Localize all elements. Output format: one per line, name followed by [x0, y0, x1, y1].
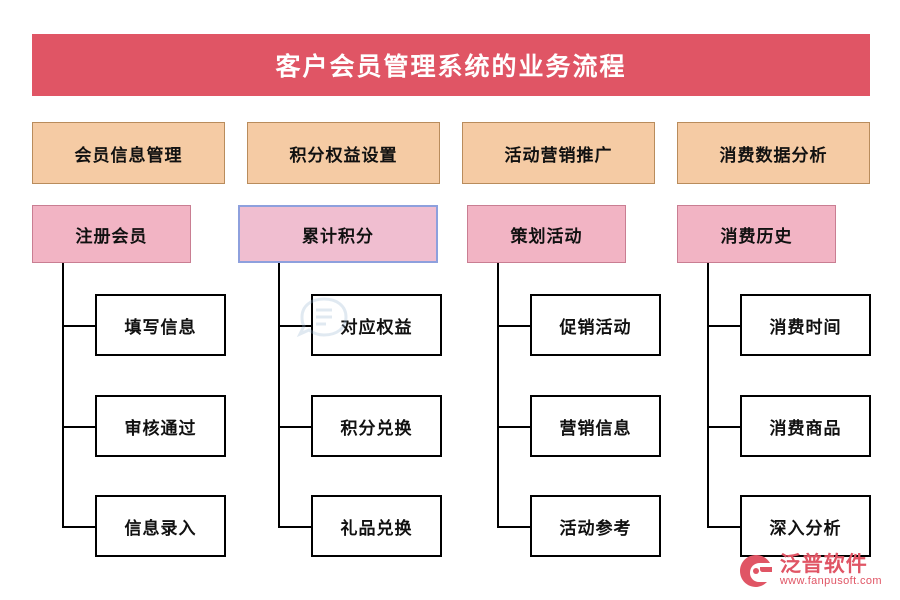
- logo-mark-icon: [739, 555, 772, 587]
- level2-label-3: 策划活动: [510, 226, 583, 246]
- level2-box-4[interactable]: 消费历史: [677, 205, 836, 263]
- logo-name: 泛普软件: [779, 553, 868, 577]
- level3-box-3-1[interactable]: 促销活动: [530, 294, 661, 356]
- level3-box-1-2[interactable]: 审核通过: [95, 395, 226, 457]
- level3-box-2-1[interactable]: 对应权益: [311, 294, 442, 356]
- connector-vertical-3: [497, 263, 499, 526]
- level2-label-2: 累计积分: [302, 226, 374, 246]
- connector-horizontal-3-3: [497, 526, 530, 528]
- connector-horizontal-1-2: [62, 426, 95, 428]
- logo-url: www.fanpusoft.com: [779, 575, 882, 588]
- level1-box-3[interactable]: 活动营销推广: [462, 122, 655, 184]
- connector-horizontal-4-1: [707, 325, 740, 327]
- level2-box-2[interactable]: 累计积分: [238, 205, 438, 263]
- brand-logo: 泛普软件 www.fanpusoft.com: [739, 554, 882, 588]
- level3-label-3-3: 活动参考: [559, 518, 632, 538]
- level3-label-3-1: 促销活动: [559, 317, 632, 337]
- level3-box-1-3[interactable]: 信息录入: [95, 495, 226, 557]
- level3-label-4-1: 消费时间: [769, 317, 842, 337]
- connector-vertical-2: [278, 263, 280, 526]
- level3-box-4-2[interactable]: 消费商品: [740, 395, 871, 457]
- level3-box-4-1[interactable]: 消费时间: [740, 294, 871, 356]
- connector-horizontal-2-1: [278, 325, 311, 327]
- connector-horizontal-3-1: [497, 325, 530, 327]
- connector-horizontal-2-2: [278, 426, 311, 428]
- level3-label-1-1: 填写信息: [124, 317, 197, 337]
- level1-label-3: 活动营销推广: [504, 145, 613, 165]
- level1-box-1[interactable]: 会员信息管理: [32, 122, 225, 184]
- level1-box-2[interactable]: 积分权益设置: [247, 122, 440, 184]
- level1-label-4: 消费数据分析: [719, 145, 828, 165]
- connector-horizontal-2-3: [278, 526, 311, 528]
- level3-box-2-3[interactable]: 礼品兑换: [311, 495, 442, 557]
- level2-box-1[interactable]: 注册会员: [32, 205, 191, 263]
- level3-label-1-3: 信息录入: [124, 518, 197, 538]
- level3-label-2-3: 礼品兑换: [340, 518, 413, 538]
- level3-label-4-2: 消费商品: [769, 418, 842, 438]
- level3-label-2-1: 对应权益: [340, 317, 413, 337]
- connector-horizontal-1-3: [62, 526, 95, 528]
- level3-label-3-2: 营销信息: [559, 418, 632, 438]
- level3-label-2-2: 积分兑换: [340, 418, 413, 438]
- level1-label-2: 积分权益设置: [289, 145, 398, 165]
- level2-label-1: 注册会员: [75, 226, 148, 246]
- connector-horizontal-1-1: [62, 325, 95, 327]
- connector-vertical-1: [62, 263, 64, 526]
- connector-horizontal-4-2: [707, 426, 740, 428]
- level3-box-2-2[interactable]: 积分兑换: [311, 395, 442, 457]
- connector-horizontal-3-2: [497, 426, 530, 428]
- level3-box-3-2[interactable]: 营销信息: [530, 395, 661, 457]
- diagram-title-banner: 客户会员管理系统的业务流程: [32, 34, 870, 96]
- level1-label-1: 会员信息管理: [74, 145, 183, 165]
- connector-horizontal-4-3: [707, 526, 740, 528]
- level3-box-4-3[interactable]: 深入分析: [740, 495, 871, 557]
- level3-box-1-1[interactable]: 填写信息: [95, 294, 226, 356]
- level3-label-4-3: 深入分析: [769, 518, 842, 538]
- diagram-title-text: 客户会员管理系统的业务流程: [275, 53, 627, 81]
- level1-box-4[interactable]: 消费数据分析: [677, 122, 870, 184]
- level3-label-1-2: 审核通过: [124, 418, 197, 438]
- level2-box-3[interactable]: 策划活动: [467, 205, 626, 263]
- level2-label-4: 消费历史: [720, 226, 793, 246]
- level3-box-3-3[interactable]: 活动参考: [530, 495, 661, 557]
- connector-vertical-4: [707, 263, 709, 526]
